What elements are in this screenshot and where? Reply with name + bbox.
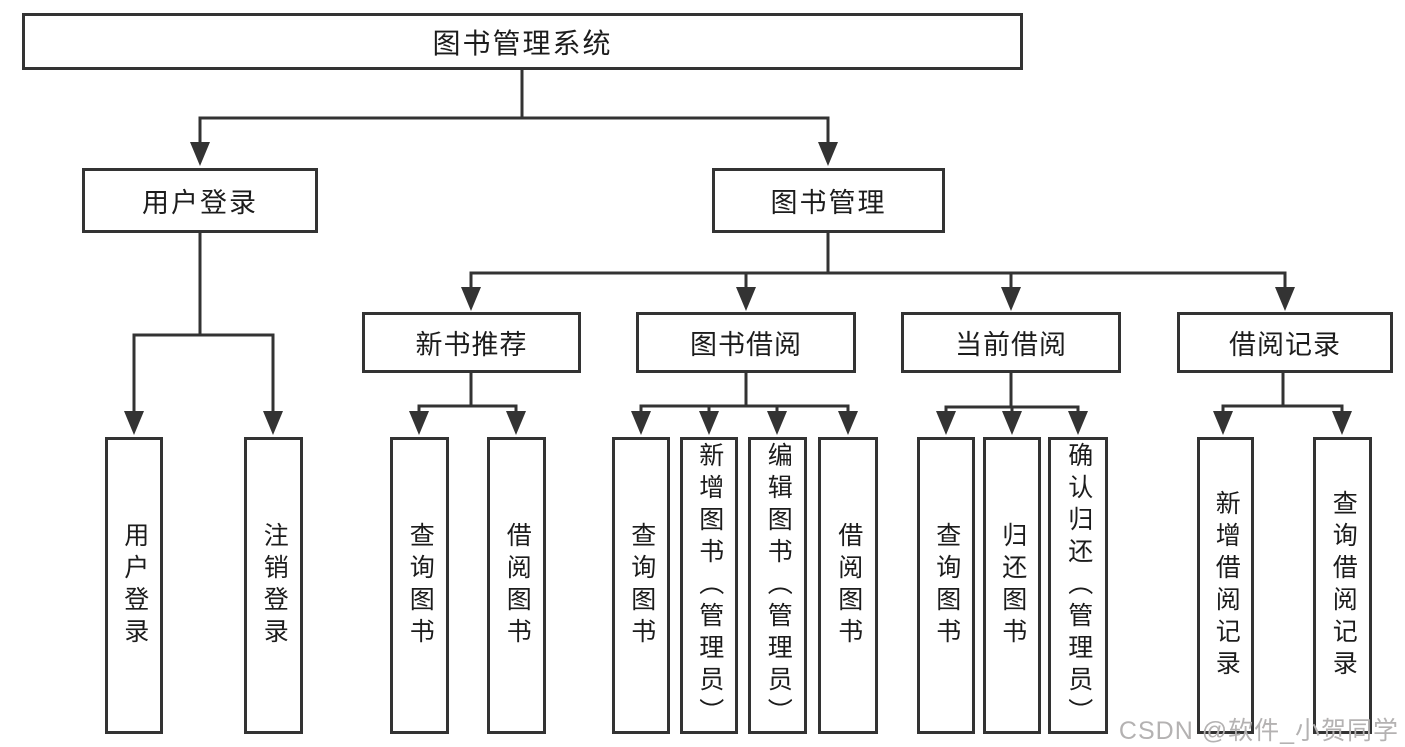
leaf-add-book-admin: 新增图书（管理员） (680, 437, 738, 734)
arrowhead-icon (767, 411, 787, 435)
leaf-user-login: 用户登录 (105, 437, 163, 734)
node-label: 新书推荐 (415, 330, 528, 360)
connector-root-to-level2 (198, 70, 830, 148)
arrowhead-icon (124, 411, 144, 435)
arrowhead-icon (263, 411, 283, 435)
connector-records-to-leaves (1221, 373, 1344, 417)
node-label: 图书借阅 (690, 330, 802, 360)
node-new-book-recommend: 新书推荐 (362, 312, 581, 373)
leaf-return-books: 归还图书 (983, 437, 1041, 734)
leaf-query-borrow-record: 查询借阅记录 (1313, 437, 1372, 734)
csdn-watermark: CSDN @软件_小贺同学 (1118, 717, 1399, 745)
leaf-borrow-books-recommend: 借阅图书 (487, 437, 546, 734)
arrowhead-icon (506, 411, 526, 435)
arrowhead-icon (1068, 411, 1088, 435)
node-borrow-records: 借阅记录 (1177, 312, 1393, 373)
arrowhead-icon (1332, 411, 1352, 435)
leaf-edit-book-admin: 编辑图书（管理员） (748, 437, 807, 734)
leaf-label: 借阅图书 (503, 521, 532, 650)
arrowhead-icon (1275, 287, 1295, 311)
arrowhead-icon (936, 411, 956, 435)
connector-bookborrow-to-leaves (639, 373, 850, 417)
leaf-label: 确认归还（管理员） (1064, 441, 1093, 730)
node-label: 图书管理 (770, 188, 887, 218)
leaf-label: 查询图书 (627, 521, 656, 650)
leaf-label: 用户登录 (120, 521, 149, 650)
leaf-label: 注销登录 (260, 521, 289, 650)
leaf-label: 查询借阅记录 (1329, 489, 1358, 682)
node-label: 用户登录 (142, 188, 258, 218)
arrowhead-icon (1213, 411, 1233, 435)
leaf-logout: 注销登录 (244, 437, 303, 734)
leaf-label: 编辑图书（管理员） (764, 441, 793, 730)
leaf-borrow-books: 借阅图书 (818, 437, 878, 734)
leaf-query-books-borrow: 查询图书 (612, 437, 670, 734)
leaf-confirm-return-admin: 确认归还（管理员） (1048, 437, 1108, 734)
arrowhead-icon (190, 142, 210, 166)
arrowhead-icon (838, 411, 858, 435)
node-book-management: 图书管理 (712, 168, 945, 233)
arrowhead-icon (818, 142, 838, 166)
node-label: 图书管理系统 (432, 27, 613, 59)
arrowhead-icon (1001, 287, 1021, 311)
node-user-login: 用户登录 (82, 168, 318, 233)
leaf-query-books-current: 查询图书 (917, 437, 975, 734)
leaf-query-books-recommend: 查询图书 (390, 437, 449, 734)
arrowhead-icon (461, 287, 481, 311)
leaf-label: 查询图书 (932, 521, 961, 650)
arrowhead-icon (736, 287, 756, 311)
arrowhead-icon (631, 411, 651, 435)
node-book-borrowing: 图书借阅 (636, 312, 856, 373)
arrowhead-icon (1002, 411, 1022, 435)
leaf-add-borrow-record: 新增借阅记录 (1197, 437, 1254, 734)
leaf-label: 新增借阅记录 (1212, 489, 1241, 682)
leaf-label: 借阅图书 (834, 521, 863, 650)
node-library-system: 图书管理系统 (22, 13, 1023, 70)
node-current-borrowing: 当前借阅 (901, 312, 1121, 373)
leaf-label: 新增图书（管理员） (695, 441, 724, 730)
node-label: 当前借阅 (955, 330, 1067, 360)
arrowhead-icon (699, 411, 719, 435)
arrowhead-icon (409, 411, 429, 435)
connector-bookmgmt-to-level3 (469, 233, 1287, 293)
leaf-label: 归还图书 (998, 521, 1027, 650)
leaf-label: 查询图书 (406, 521, 435, 650)
connector-newbooks-to-leaves (417, 373, 518, 417)
connector-currentborrow-to-leaves (944, 373, 1080, 417)
connector-userlogin-to-leaves (132, 233, 275, 417)
node-label: 借阅记录 (1229, 330, 1341, 360)
